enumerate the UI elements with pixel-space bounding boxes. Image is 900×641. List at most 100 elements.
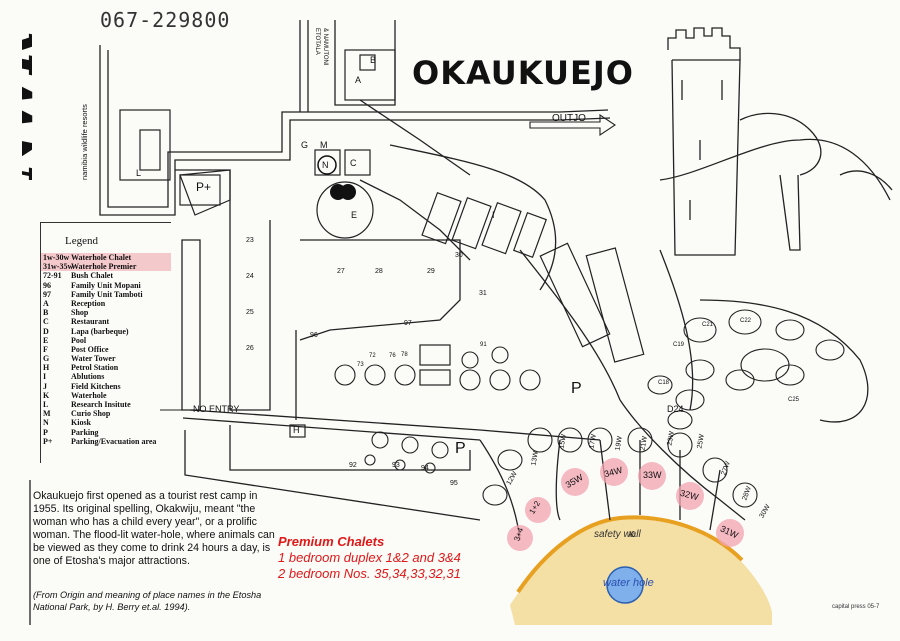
svg-text:NWR: NWR bbox=[22, 31, 45, 180]
legend-label: Shop bbox=[71, 308, 89, 318]
highlight-34w bbox=[600, 458, 628, 486]
num-31: 31 bbox=[479, 290, 487, 297]
unit-c22: C22 bbox=[740, 318, 752, 324]
legend-item: N Kiosk bbox=[41, 418, 171, 427]
premium-chalets-note: Premium Chalets 1 bedroom duplex 1&2 and… bbox=[278, 534, 461, 582]
pool-circle bbox=[316, 181, 374, 239]
num-24: 24 bbox=[246, 273, 254, 280]
legend-key: G bbox=[43, 354, 50, 364]
facility-l: L bbox=[136, 168, 142, 178]
tower-illustration bbox=[659, 27, 893, 256]
highlight-1-2 bbox=[525, 497, 551, 523]
legend-key: L bbox=[43, 400, 49, 409]
highlight-31w bbox=[716, 519, 744, 547]
waterhole-chalet-pods bbox=[482, 427, 758, 508]
legend-key: M bbox=[43, 409, 51, 419]
num-29: 29 bbox=[427, 268, 435, 275]
label-road-etotala: ETOTALA bbox=[314, 28, 320, 55]
legend-label: Waterhole Premier bbox=[71, 262, 137, 272]
label-waterhole: water hole bbox=[603, 577, 654, 589]
num-28: 28 bbox=[375, 268, 383, 275]
highlight-32w bbox=[676, 482, 704, 510]
waterhole-sand-area bbox=[510, 519, 772, 625]
num-25: 25 bbox=[246, 309, 254, 316]
map-title: OKAUKUEJO bbox=[412, 54, 634, 92]
unit-c19: C19 bbox=[673, 342, 685, 348]
label-no-entry: NO ENTRY bbox=[193, 404, 240, 414]
legend-item: M Curio Shop bbox=[41, 409, 171, 418]
legend-key: E bbox=[43, 335, 49, 345]
legend-label: Post Office bbox=[71, 344, 109, 354]
num-23: 23 bbox=[246, 237, 254, 244]
legend-label: Lapa (barbeque) bbox=[71, 326, 129, 336]
premium-line-2: 2 bedroom Nos. 35,34,33,32,31 bbox=[278, 566, 461, 581]
legend-item: E Pool bbox=[41, 336, 171, 345]
highlight-33w bbox=[638, 462, 666, 490]
legend-label: Reception bbox=[71, 298, 106, 308]
num-26: 26 bbox=[246, 345, 254, 352]
unit-c25: C25 bbox=[788, 397, 800, 403]
legend-key: A bbox=[43, 298, 49, 308]
legend-item: P+Parking/Evacuation area bbox=[41, 437, 171, 446]
legend-key: N bbox=[43, 418, 49, 428]
legend-label: Family Unit Tamboti bbox=[71, 289, 143, 299]
legend-key: 96 bbox=[43, 280, 51, 290]
legend-key: C bbox=[43, 317, 49, 327]
num-92: 92 bbox=[349, 462, 357, 469]
legend-key: D bbox=[43, 326, 49, 336]
num-72: 72 bbox=[369, 353, 376, 359]
legend-key: 97 bbox=[43, 289, 51, 299]
outjo-arrow bbox=[529, 113, 616, 137]
num-96: 96 bbox=[310, 332, 318, 339]
legend-label: Restaurant bbox=[71, 317, 110, 327]
num-27: 27 bbox=[337, 268, 345, 275]
legend-label: Kiosk bbox=[71, 418, 92, 428]
premium-highlights bbox=[507, 458, 744, 551]
legend-key: J bbox=[43, 381, 47, 391]
legend-label: Research Insitute bbox=[71, 400, 131, 409]
num-76: 76 bbox=[389, 353, 396, 359]
facility-g: G bbox=[301, 140, 309, 150]
facility-e: E bbox=[351, 210, 358, 220]
facility-c: C bbox=[350, 158, 357, 168]
legend-key: H bbox=[43, 363, 50, 373]
legend-key: 72-91 bbox=[43, 271, 62, 281]
family-units bbox=[647, 309, 845, 430]
legend-label: Parking bbox=[71, 427, 99, 437]
num-30: 30 bbox=[455, 252, 463, 259]
bush-chalets bbox=[334, 346, 541, 474]
highlight-35w bbox=[561, 468, 589, 496]
legend-key: P+ bbox=[43, 436, 53, 446]
num-94: 94 bbox=[421, 465, 429, 472]
safety-wall bbox=[516, 515, 744, 594]
source-citation: (From Origin and meaning of place names … bbox=[33, 590, 262, 612]
legend-item: 97 Family Unit Tamboti bbox=[41, 290, 171, 299]
chalet-d24: D24 bbox=[667, 404, 684, 414]
waterhole-pond bbox=[606, 566, 644, 604]
legend-item: L Research Insitute bbox=[41, 400, 171, 409]
legend-label: Pool bbox=[71, 335, 87, 345]
facility-m: M bbox=[320, 140, 328, 150]
legend-key: 31w-35w bbox=[43, 262, 74, 272]
facility-h: H bbox=[293, 425, 300, 435]
legend-label: Curio Shop bbox=[71, 409, 111, 419]
legend-key: K bbox=[43, 390, 50, 400]
num-78: 78 bbox=[401, 352, 408, 358]
num-93: 93 bbox=[392, 462, 400, 469]
num-73: 73 bbox=[357, 362, 364, 368]
brand-tagline: namibia wildlife resorts bbox=[80, 104, 89, 180]
label-outjo: OUTJO bbox=[552, 113, 586, 124]
num-91: 91 bbox=[480, 342, 487, 348]
highlight-3-4 bbox=[507, 525, 533, 551]
legend-label: Ablutions bbox=[71, 372, 105, 382]
